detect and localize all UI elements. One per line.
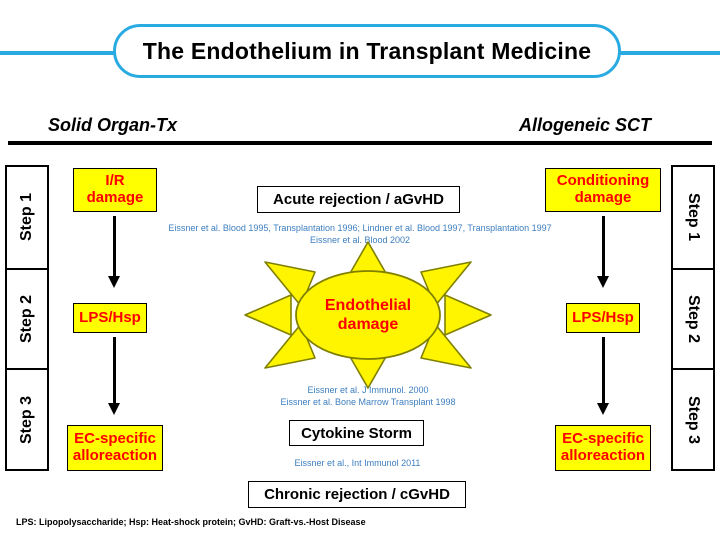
step-column-left: Step 1 Step 2 Step 3 — [5, 165, 49, 471]
left-arrow-1 — [108, 216, 121, 288]
step-cell-right-1: Step 1 — [673, 167, 713, 268]
step-label: Step 3 — [685, 395, 703, 444]
step-cell-left-1: Step 1 — [7, 167, 47, 268]
center-box-cytokine-storm: Cytokine Storm — [289, 420, 424, 446]
step-column-right: Step 1 Step 2 Step 3 — [671, 165, 715, 471]
right-arrow-1 — [597, 216, 610, 288]
header-divider — [8, 141, 712, 145]
page-title: The Endothelium in Transplant Medicine — [142, 37, 592, 64]
step-label: Step 2 — [685, 294, 703, 343]
left-box-lps-hsp: LPS/Hsp — [73, 303, 147, 333]
step-label: Step 2 — [18, 294, 36, 343]
step-cell-right-2: Step 2 — [673, 267, 713, 369]
endothelial-damage-sunburst: Endothelial damage — [243, 240, 493, 390]
section-heading-allogeneic-sct: Allogeneic SCT — [519, 115, 652, 135]
step-cell-left-2: Step 2 — [7, 267, 47, 369]
sunburst-graphic — [244, 241, 492, 389]
step-label: Step 3 — [18, 395, 36, 444]
center-box-chronic-rejection: Chronic rejection / cGvHD — [248, 481, 466, 508]
step-cell-right-3: Step 3 — [673, 368, 713, 469]
step-label: Step 1 — [18, 193, 36, 242]
center-box-acute-rejection: Acute rejection / aGvHD — [257, 186, 460, 213]
title-rule-left — [0, 51, 125, 55]
section-heading-solid-organ: Solid Organ-Tx — [48, 115, 178, 135]
right-arrow-2 — [597, 337, 610, 415]
citation-top: Eissner et al. Blood 1995, Transplantati… — [168, 223, 552, 246]
right-box-lps-hsp: LPS/Hsp — [566, 303, 640, 333]
left-arrow-2 — [108, 337, 121, 415]
title-rule-right — [596, 51, 720, 55]
citation-bottom: Eissner et al., Int Immunol 2011 — [294, 458, 421, 468]
abbreviation-footnote: LPS: Lipopolysaccharide; Hsp: Heat-shock… — [16, 517, 366, 527]
step-cell-left-3: Step 3 — [7, 368, 47, 469]
step-label: Step 1 — [685, 193, 703, 242]
title-banner: The Endothelium in Transplant Medicine — [113, 24, 621, 78]
